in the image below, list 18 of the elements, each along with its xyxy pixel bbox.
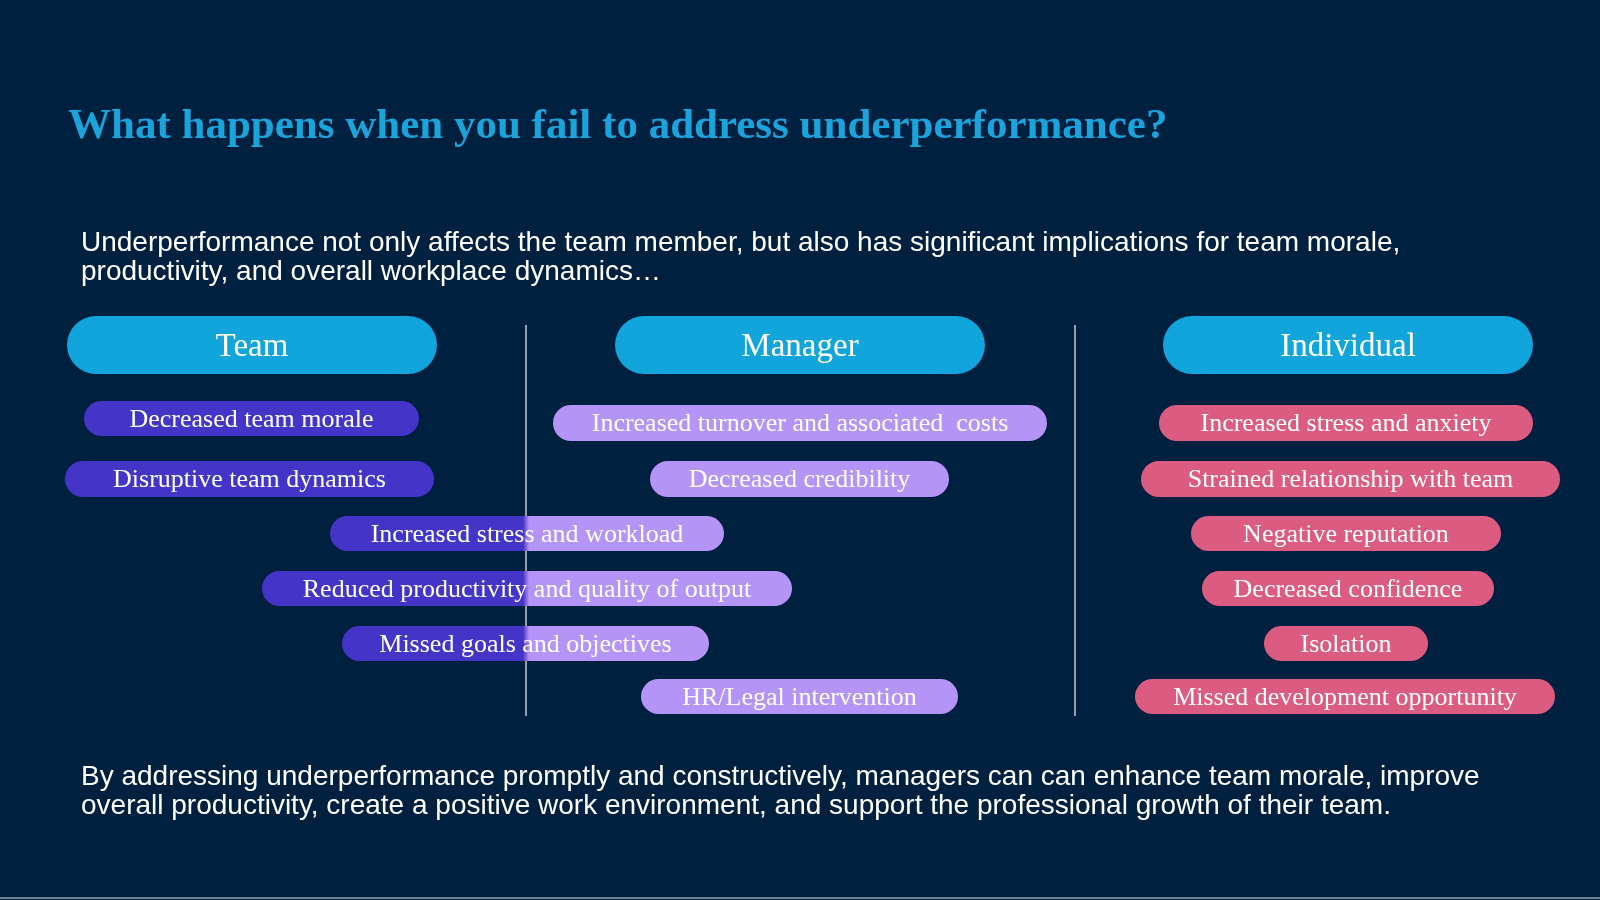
column-header-pill: Individual [1163, 316, 1533, 374]
effect-pill: Negative reputation [1191, 516, 1501, 551]
effect-pill: Decreased credibility [650, 461, 949, 497]
effect-pill: Increased stress and anxiety [1159, 405, 1533, 441]
effect-pill: Increased turnover and associated costs [553, 405, 1047, 441]
title: What happens when you fail to address underperformance? [68, 100, 1168, 148]
effect-pill: HR/Legal intervention [641, 679, 958, 714]
column-header-pill: Manager [615, 316, 985, 374]
closing-paragraph: By addressing underperformance promptly and constructively, managers can can enhance team morale, improve overall productivity, create a positive work environment, and support the professional growth of their team. [81, 761, 1481, 819]
effect-pill: Isolation [1264, 626, 1428, 661]
shared-effect-pill: Reduced productivity and quality of output [262, 571, 792, 606]
effect-pill: Missed development opportunity [1135, 679, 1555, 714]
effect-pill: Disruptive team dynamics [65, 461, 434, 497]
effect-pill: Decreased team morale [84, 401, 419, 436]
effect-pill: Strained relationship with team [1141, 461, 1560, 497]
intro-paragraph: Underperformance not only affects the team member, but also has significant implications for team morale, productivity, and overall workplace dynamics… [81, 227, 1402, 285]
effect-pill: Decreased confidence [1202, 571, 1494, 606]
column-header-pill: Team [67, 316, 437, 374]
